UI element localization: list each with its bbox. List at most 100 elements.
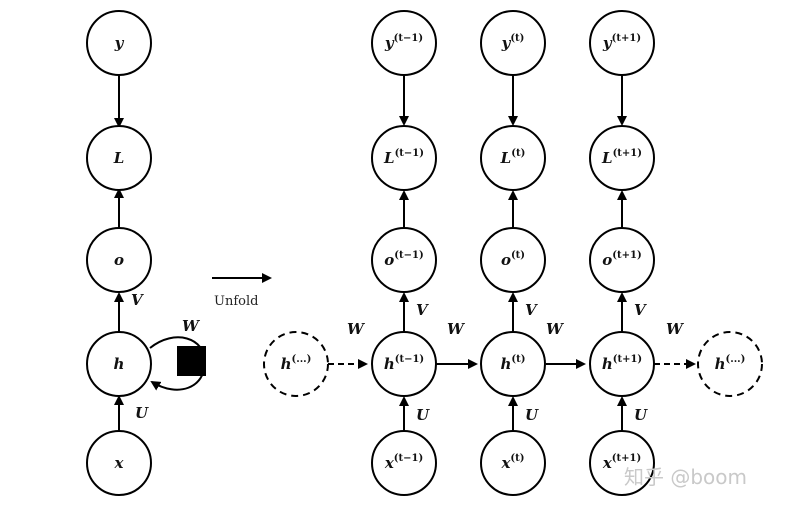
node-L-col3-sup: (t+1) [613,148,642,159]
node-h-col1-base: h [384,355,395,373]
node-L-col2-sup: (t) [511,148,525,159]
unfold-indicator: Unfold [212,273,272,309]
node-x-col3-base: x [602,454,613,472]
svg-text:h(...): h(...) [281,354,312,373]
node-o-label: o [114,251,124,269]
node-o-col3: o(t+1) [589,227,655,293]
node-L: L [86,125,152,191]
node-h-prev-base: h [281,355,292,373]
svg-text:x(t−1): x(t−1) [384,453,423,472]
node-x-label: x [114,454,125,472]
node-h-col2-sup: (t) [511,354,525,365]
node-h-col2-base: h [501,355,512,373]
node-h-next: h(...) [697,331,763,397]
node-o-col1-sup: (t−1) [394,250,423,261]
node-h-col3-base: h [602,355,613,373]
node-o-col1: o(t−1) [371,227,437,293]
edge-label-W-1: W [347,320,366,338]
watermark: 知乎 @boom [624,465,747,489]
svg-text:o: o [114,251,124,269]
node-x-col3: x(t+1) [589,430,655,496]
node-h: h [86,331,152,397]
node-x-col3-sup: (t+1) [612,453,641,464]
svg-text:h(t−1): h(t−1) [384,354,424,373]
svg-text:y: y [114,34,125,52]
node-o-col3-base: o [602,251,612,269]
node-o-col1-base: o [384,251,394,269]
node-o-col3-sup: (t+1) [612,250,641,261]
svg-text:y(t): y(t) [501,33,525,52]
node-h-label: h [114,355,125,373]
svg-text:y(t+1): y(t+1) [602,33,641,52]
node-y-col1-sup: (t−1) [394,33,423,44]
edge-label-U-folded: U [135,404,149,422]
folded-graph: V U W y L o h x [86,10,207,496]
node-o: o [86,227,152,293]
node-h-next-sup: (...) [725,354,745,365]
node-y-label: y [114,34,125,52]
unfolded-graph: h(...) h(...) W W W W VUy(t−1)L(t−1)o(t−… [263,10,763,496]
svg-text:o(t+1): o(t+1) [602,250,641,269]
node-y-col2-base: y [501,34,512,52]
svg-text:L(t+1): L(t+1) [601,148,642,167]
edge-label-U-col2: U [525,406,539,424]
svg-text:L(t): L(t) [500,148,526,167]
edge-label-V-folded: V [131,291,144,309]
node-x-col2: x(t) [480,430,546,496]
edge-label-W-3: W [546,320,565,338]
node-h-col2: h(t) [480,331,546,397]
node-h-col3: h(t+1) [589,331,655,397]
svg-text:x(t): x(t) [500,453,524,472]
svg-text:h(...): h(...) [715,354,746,373]
node-o-col2-base: o [501,251,511,269]
edge-label-U-col3: U [634,406,648,424]
node-L-col3: L(t+1) [589,125,655,191]
node-L-col1-sup: (t−1) [395,148,424,159]
node-y-col1-base: y [384,34,395,52]
node-y-col3-base: y [602,34,613,52]
node-y-col2-sup: (t) [510,33,524,44]
node-y-col2: y(t) [480,10,546,76]
node-y: y [86,10,152,76]
node-o-col2: o(t) [480,227,546,293]
node-L-col3-base: L [601,149,613,167]
node-x-col1-sup: (t−1) [394,453,423,464]
node-L-col2-base: L [500,149,512,167]
edge-label-W-2: W [447,320,466,338]
node-x-col1: x(t−1) [371,430,437,496]
node-L-col1: L(t−1) [371,125,437,191]
edge-label-V-col3: V [634,301,647,319]
edge-label-V-col2: V [525,301,538,319]
node-h-col1: h(t−1) [371,331,437,397]
svg-text:y(t−1): y(t−1) [384,33,423,52]
node-x-col2-sup: (t) [510,453,524,464]
svg-text:o(t): o(t) [501,250,525,269]
unfolded-columns: VUy(t−1)L(t−1)o(t−1)h(t−1)x(t−1)VUy(t)L(… [371,10,655,496]
svg-text:x: x [114,454,125,472]
node-h-prev-sup: (...) [291,354,311,365]
node-L-col1-base: L [383,149,395,167]
svg-text:L(t−1): L(t−1) [383,148,424,167]
node-x: x [86,430,152,496]
svg-text:o(t−1): o(t−1) [384,250,423,269]
node-y-col3-sup: (t+1) [612,33,641,44]
svg-text:h(t+1): h(t+1) [602,354,642,373]
svg-text:h: h [114,355,125,373]
node-y-col1: y(t−1) [371,10,437,76]
svg-text:h(t): h(t) [501,354,526,373]
node-L-col2: L(t) [480,125,546,191]
unfold-label: Unfold [214,294,258,309]
node-h-prev: h(...) [263,331,329,397]
node-h-next-base: h [715,355,726,373]
edge-label-W-folded: W [182,317,201,335]
node-x-col2-base: x [500,454,511,472]
edge-label-U-col1: U [416,406,430,424]
svg-text:L: L [113,149,125,167]
node-h-col3-sup: (t+1) [613,354,642,365]
node-L-label: L [113,149,125,167]
edge-label-V-col1: V [416,301,429,319]
svg-text:x(t+1): x(t+1) [602,453,641,472]
delay-square [177,346,206,376]
node-x-col1-base: x [384,454,395,472]
